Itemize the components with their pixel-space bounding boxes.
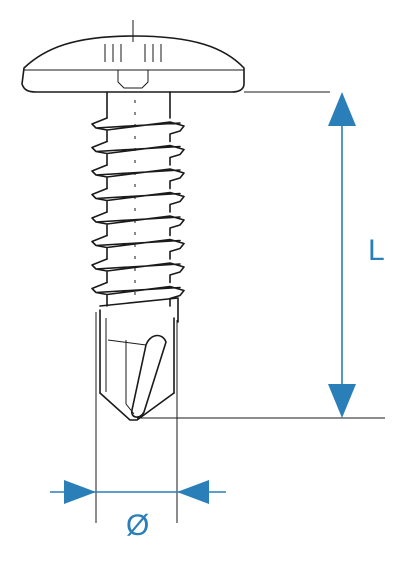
diameter-arrow-right [177,480,209,504]
length-arrow-bottom [328,384,356,418]
thread-crest [91,234,185,260]
length-label: L [368,234,385,267]
thread-crest [91,187,185,213]
diameter-label: Ø [126,509,149,542]
diameter-dimension: Ø [50,480,226,542]
screw-head [21,20,245,93]
screw-shank [106,91,171,119]
length-arrow-top [328,92,356,126]
thread-crest [91,211,185,237]
thread-crest [91,258,185,284]
thread-crest [91,117,185,143]
extension-lines [95,91,385,523]
thread-crest [91,281,185,307]
thread-crest [91,140,185,166]
screw-threads [91,117,185,307]
thread-crest [91,164,185,190]
drill-tip [99,297,179,421]
diameter-arrow-left [64,480,96,504]
length-dimension: L [328,92,385,418]
